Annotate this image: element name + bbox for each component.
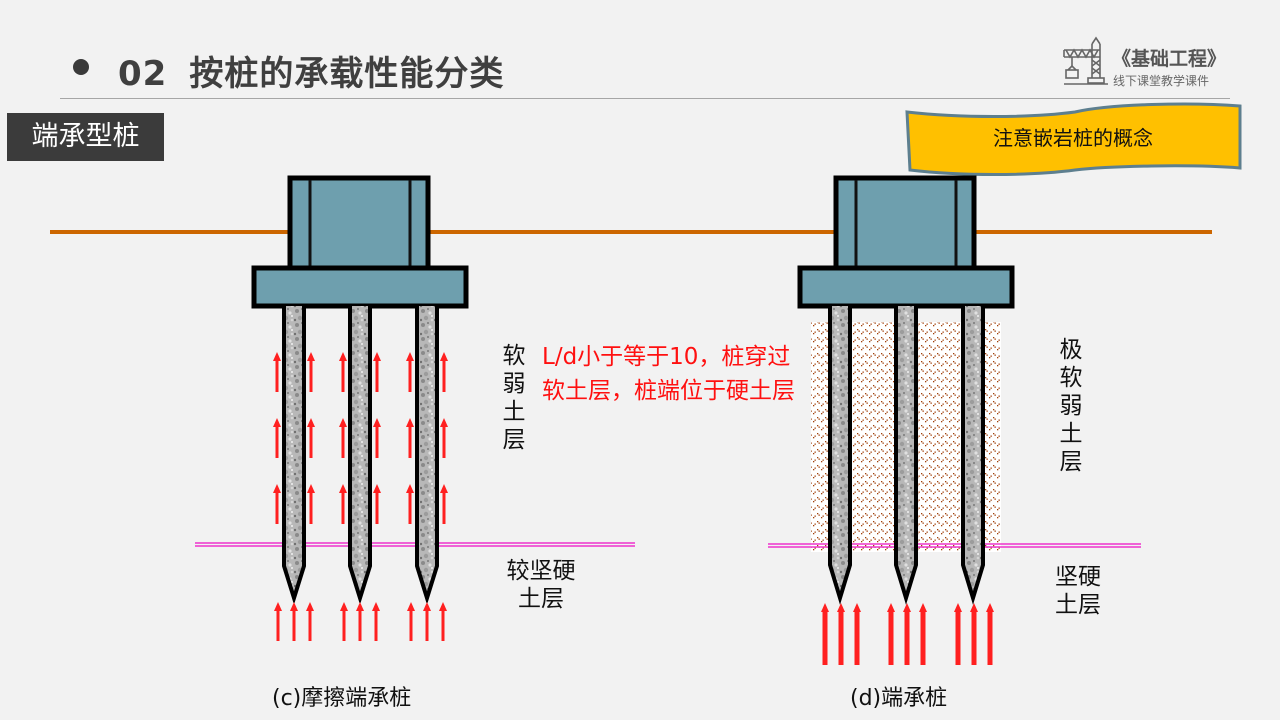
tip-resistance-arrow <box>439 602 447 641</box>
hard-soil-label: 坚硬 土层 <box>1046 563 1110 619</box>
tip-resistance-arrow <box>853 603 861 665</box>
resistance-arrows <box>273 352 994 665</box>
tip-resistance-arrow <box>837 603 845 665</box>
harder-soil-label: 较坚硬 土层 <box>496 557 586 613</box>
section-title: 按桩的承载性能分类 <box>189 54 505 94</box>
pile-1 <box>282 306 306 605</box>
pile-group-d <box>797 175 1015 605</box>
tip-resistance-arrow <box>919 603 927 665</box>
harder-soil-label-line1: 较坚硬 <box>506 558 576 584</box>
logo-title: 《基础工程》 <box>1112 48 1227 70</box>
side-friction-arrow <box>373 352 381 392</box>
tip-resistance-arrow <box>340 602 348 641</box>
hard-soil-label-line1: 坚硬 <box>1055 564 1101 590</box>
pile-1 <box>828 306 852 605</box>
side-friction-arrow <box>273 418 281 458</box>
side-friction-arrow <box>339 352 347 392</box>
pile-column <box>287 175 431 273</box>
tip-resistance-arrow <box>306 602 314 641</box>
title-bullet <box>73 59 89 75</box>
section-number: 02 <box>118 54 168 94</box>
side-friction-arrow <box>440 352 448 392</box>
pile-2 <box>348 306 372 605</box>
tip-resistance-arrow <box>954 603 962 665</box>
side-friction-arrow <box>440 484 448 524</box>
side-friction-arrow <box>307 352 315 392</box>
side-friction-arrow <box>339 484 347 524</box>
design-note: L/d小于等于10，桩穿过软土层，桩端位于硬土层 <box>542 344 795 404</box>
pile-2 <box>894 306 918 605</box>
side-friction-arrow <box>373 484 381 524</box>
hard-soil-label-line2: 土层 <box>1055 592 1101 618</box>
side-friction-arrow <box>373 418 381 458</box>
tip-resistance-arrow <box>821 603 829 665</box>
category-tag: 端承型桩 <box>7 113 164 161</box>
side-friction-arrow <box>339 418 347 458</box>
side-friction-arrow <box>406 418 414 458</box>
tip-resistance-arrow <box>903 603 911 665</box>
harder-soil-label-line2: 土层 <box>518 586 564 612</box>
tip-resistance-arrow <box>986 603 994 665</box>
pile-3 <box>961 306 985 605</box>
pile-column <box>833 175 977 273</box>
tip-resistance-arrow <box>887 603 895 665</box>
tip-resistance-arrow <box>970 603 978 665</box>
side-friction-arrow <box>273 484 281 524</box>
pile-cap <box>251 265 469 309</box>
very-soft-soil-label: 极软弱土层 <box>1059 337 1083 475</box>
page-title: 02 按桩的承载性能分类 <box>118 46 504 95</box>
note-banner <box>905 102 1242 176</box>
side-friction-arrow <box>440 418 448 458</box>
side-friction-arrow <box>273 352 281 392</box>
tip-resistance-arrow <box>356 602 364 641</box>
side-friction-arrow <box>406 484 414 524</box>
soft-soil-label: 软弱土层 <box>502 343 526 453</box>
tip-resistance-arrow <box>407 602 415 641</box>
tip-resistance-arrow <box>274 602 282 641</box>
logo-subtitle: 线下课堂教学课件 <box>1113 74 1210 88</box>
side-friction-arrow <box>307 418 315 458</box>
pile-cap <box>797 265 1015 309</box>
caption-c: (c)摩擦端承桩 <box>272 686 412 711</box>
tip-resistance-arrow <box>423 602 431 641</box>
side-friction-arrow <box>307 484 315 524</box>
banner-text: 注意嵌岩桩的概念 <box>993 126 1153 150</box>
pile-3 <box>415 306 439 605</box>
tip-resistance-arrow <box>372 602 380 641</box>
side-friction-arrow <box>406 352 414 392</box>
caption-d: (d)端承桩 <box>850 686 948 711</box>
tip-resistance-arrow <box>290 602 298 641</box>
pile-group-c <box>251 175 469 605</box>
title-divider <box>60 98 1230 99</box>
